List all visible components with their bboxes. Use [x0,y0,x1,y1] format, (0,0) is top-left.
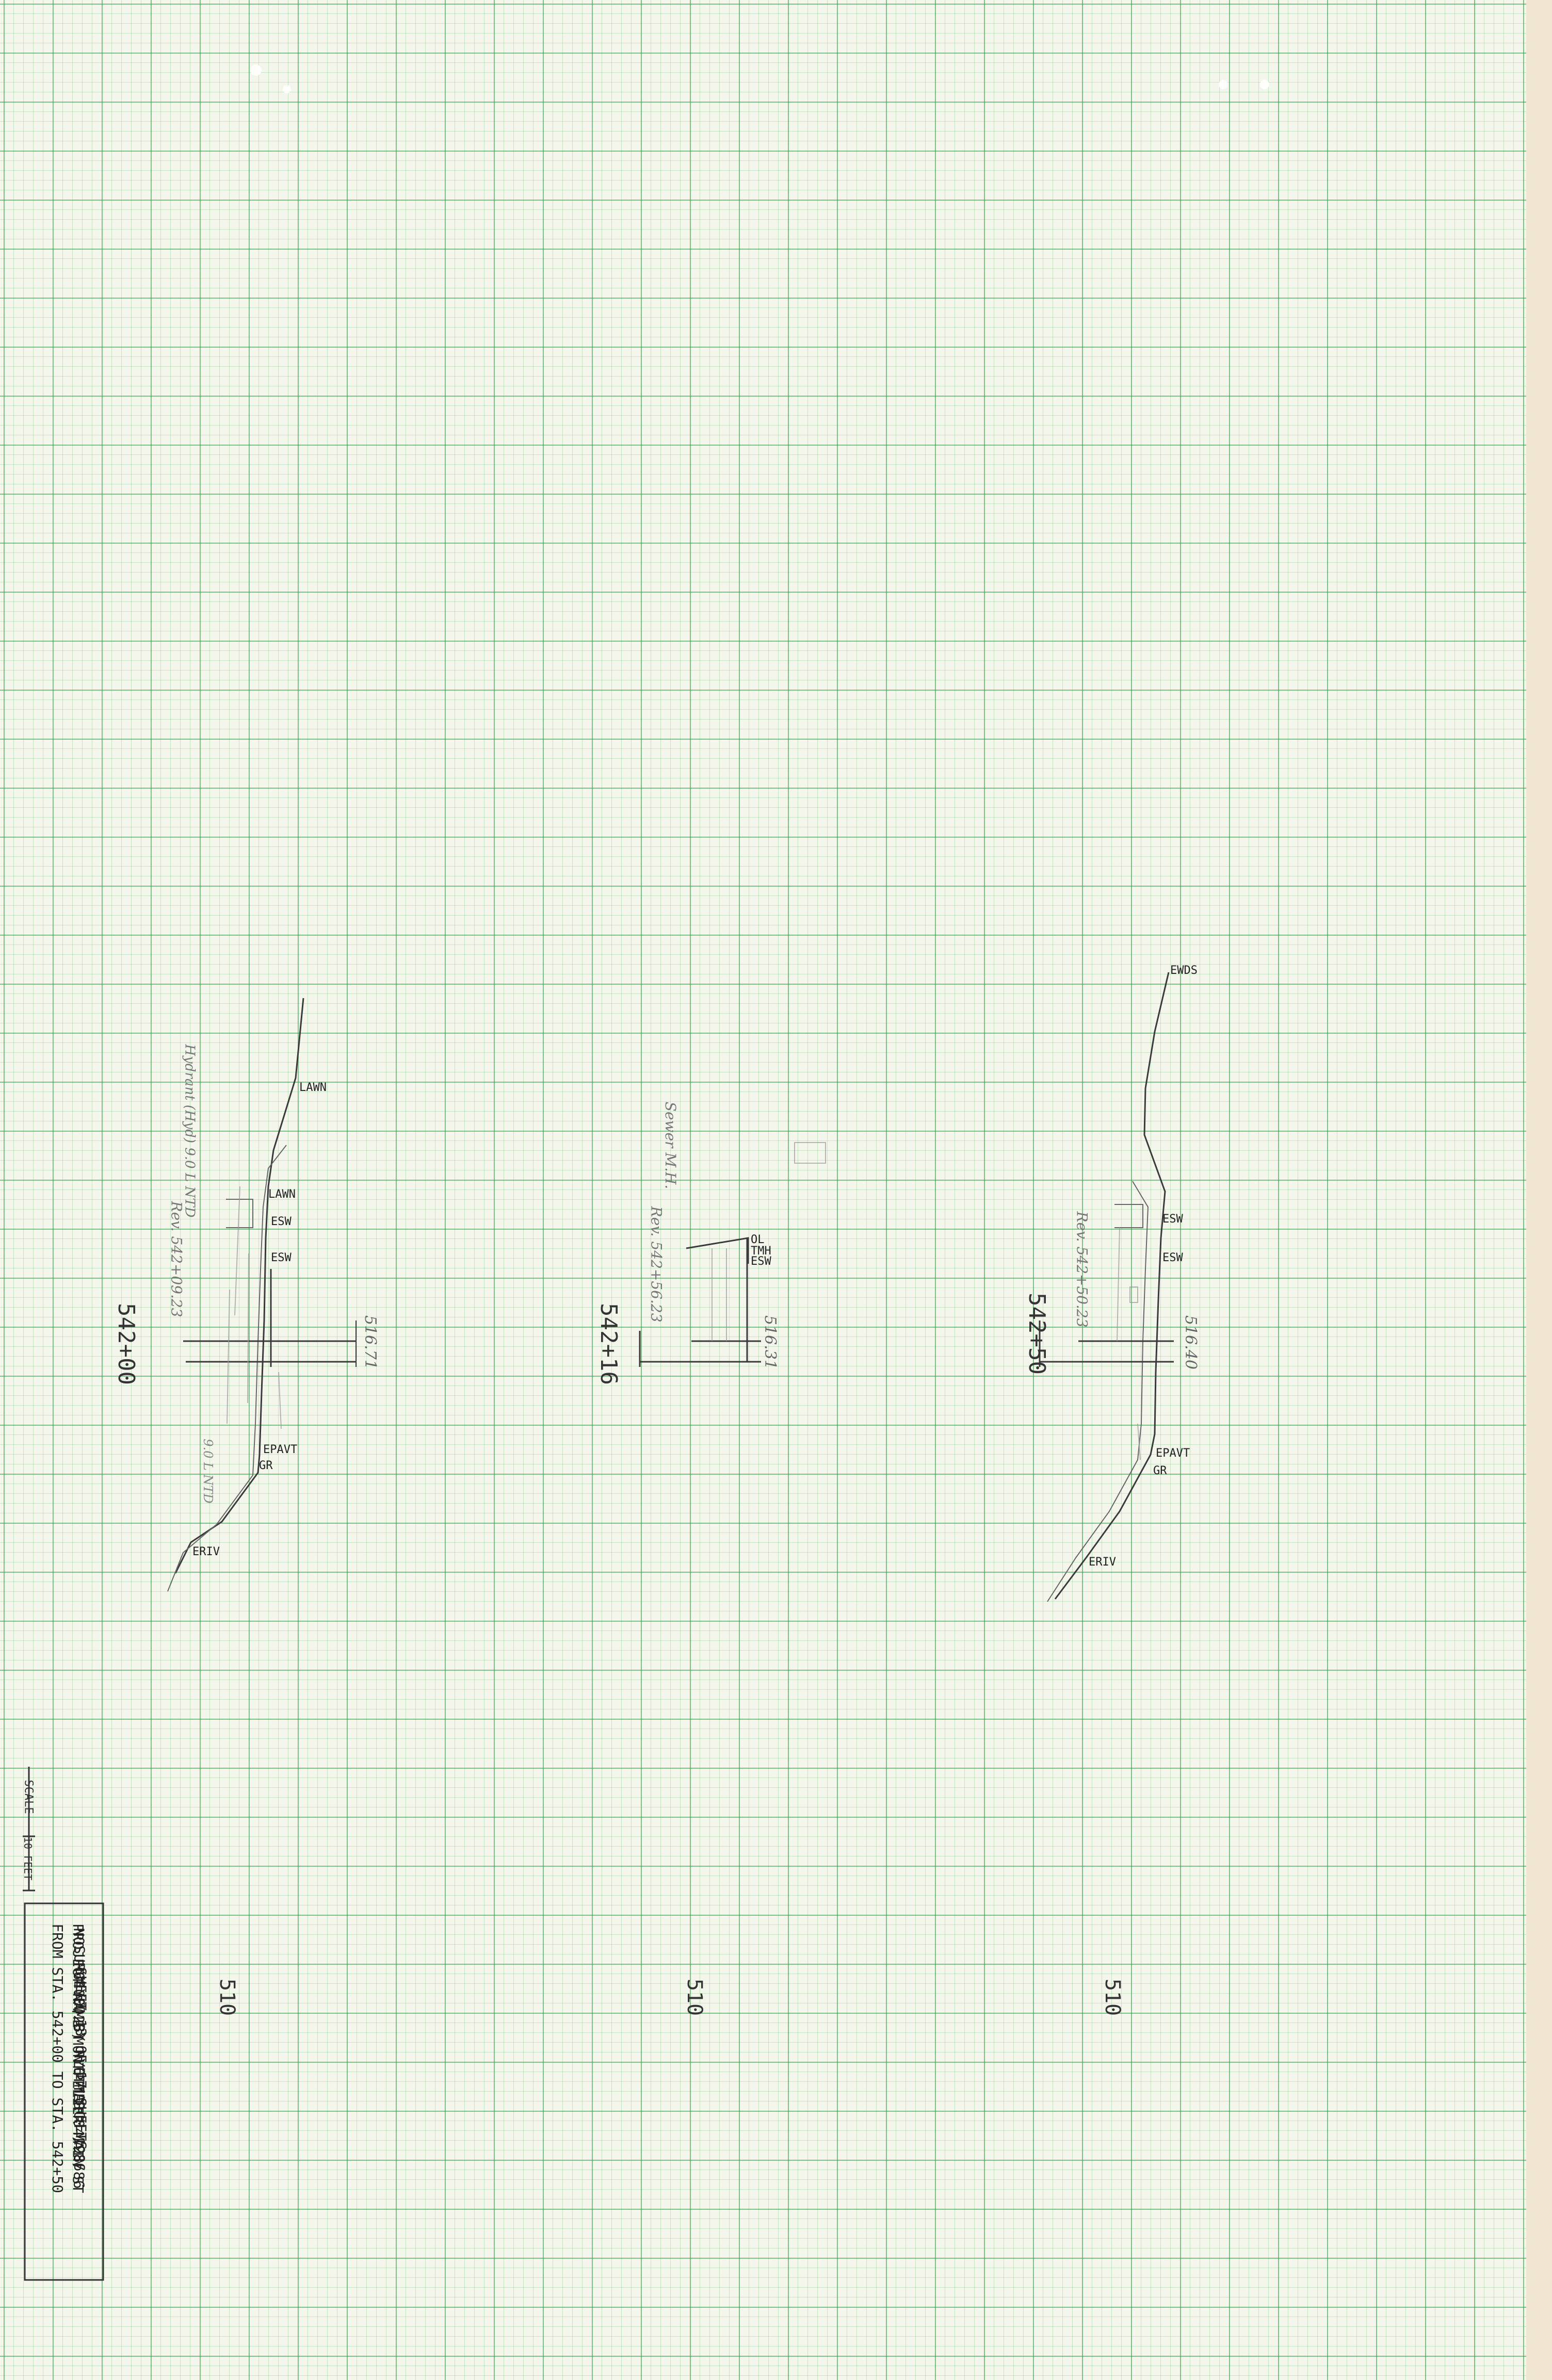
profile-offset [167,1145,287,1592]
punch-hole-right-1 [1219,80,1228,89]
punch-hole-right-2 [1260,80,1269,89]
handwritten-note: Rev. 542+50.23 [1074,1211,1091,1327]
handwritten-note: Rev. 542+09.23 [168,1200,185,1317]
handwritten-note: Rev. 542+56.23 [648,1205,665,1322]
label-eriv: ERIV [1089,1556,1116,1569]
title-project: PROJECT NAME MONTPELIER MAIN ST [70,1923,87,2193]
label-esw-1: ESW [271,1215,292,1228]
label-eriv: ERIV [192,1545,220,1558]
sidewalk-box [1114,1204,1143,1228]
label-lawn-top: LAWN [299,1081,327,1094]
structure-outline [686,1237,749,1264]
station-label: 542+50 [1024,1293,1050,1375]
station-label: 542+00 [113,1303,139,1385]
label-lawn-mid: LAWN [268,1188,296,1201]
label-esw-1: ESW [1162,1213,1183,1226]
label-esw: ESW [751,1255,771,1268]
station-label: 542+16 [595,1303,622,1385]
pencil-notes-542-00 [227,1186,282,1429]
label-esw-2: ESW [1162,1251,1183,1264]
scale-value: 10 FEET [22,1837,34,1880]
punch-hole-left-1 [250,64,262,76]
label-esw-2: ESW [271,1251,292,1264]
elevation-label: 510 [215,1979,239,2016]
grade-value: 516.40 [1182,1315,1200,1370]
title-block: FROM STA. 542+00 TO STA. 542+50 PROJECT … [24,1902,104,2281]
ground-profile [1054,972,1170,1600]
label-gr: GR [1153,1464,1167,1477]
grade-value: 516.71 [361,1315,379,1370]
ground-profile [174,998,304,1574]
label-epavt: EPAVT [263,1443,297,1456]
cross-section-542-00 [167,998,357,1592]
handwritten-note: Sewer M.H. [662,1102,679,1189]
paper-edge [1526,0,1552,2380]
pencil-notes-542-50 [1117,1227,1141,1460]
profile-offset [1047,1181,1149,1602]
handwritten-note: 9.0 L NTD [201,1439,215,1504]
label-ewds: EWDS [1170,964,1198,977]
scale-bar: SCALE 10 FEET [22,1767,35,1892]
title-number: NO. M6400(23) PLOTTED 04/28/86 [70,1928,87,2189]
title-from-to: FROM STA. 542+00 TO STA. 542+50 [49,1923,66,2193]
label-ol: OL [751,1233,765,1246]
grade-value: 516.31 [761,1315,779,1370]
scale-label: SCALE [22,1780,35,1814]
elevation-label: 510 [683,1979,706,2016]
label-gr: GR [259,1459,273,1472]
pencil-notes-542-16 [712,1142,826,1341]
cross-section-542-50 [1039,972,1174,1602]
title-surveyed: SURVEYED BY NYE MARCH 1986 [71,1945,88,2171]
elevation-label: 510 [1101,1979,1124,2016]
title-sheet: SHEET 13 OF 17 SHEETS [73,1967,90,2149]
handwritten-note: Hydrant (Hyd) 9.0 L NTD [182,1044,198,1217]
label-epavt: EPAVT [1156,1447,1190,1460]
punch-hole-left-2 [283,85,291,93]
label-tmh: TMH [751,1245,771,1258]
